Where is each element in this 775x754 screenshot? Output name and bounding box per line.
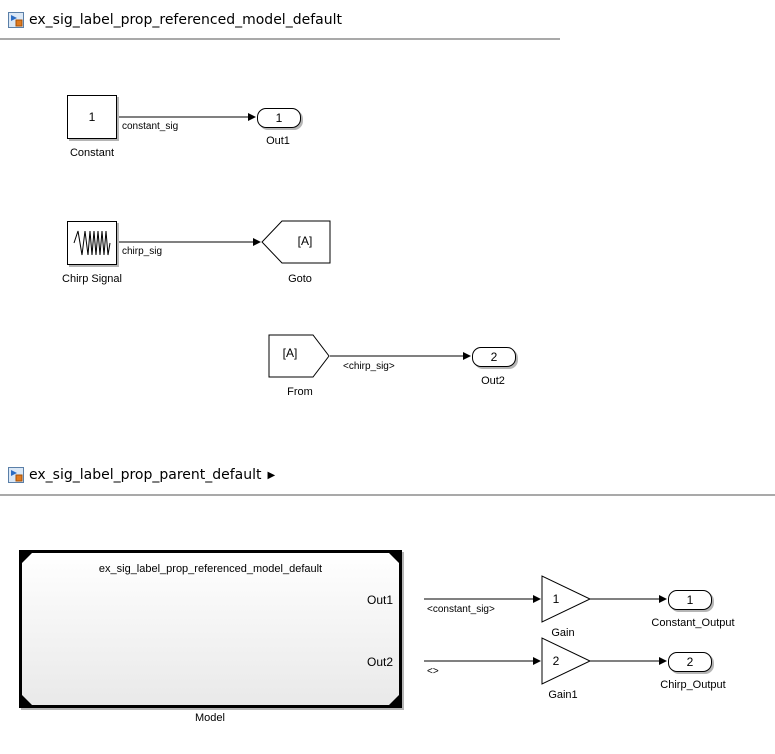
constant-sig-label[interactable]: constant_sig — [122, 121, 179, 132]
model-icon — [8, 12, 24, 28]
goto-shape — [261, 220, 331, 264]
from-label: From — [287, 386, 313, 398]
expand-arrow-icon[interactable]: ▶ — [267, 469, 276, 481]
constant-output-port-number: 1 — [686, 593, 694, 607]
bottom-divider — [0, 494, 775, 496]
from-sig-label[interactable]: <chirp_sig> — [343, 361, 395, 372]
goto-tag[interactable]: [A] — [297, 234, 313, 248]
out2-label: Out2 — [481, 375, 505, 387]
gain1-triangle — [541, 637, 592, 685]
from-tag[interactable]: [A] — [282, 346, 298, 360]
constant-output-label: Constant_Output — [651, 617, 735, 629]
gain-label: Gain — [551, 627, 575, 639]
out2-port-number: 2 — [490, 350, 498, 364]
model-title: ex_sig_label_prop_referenced_model_defau… — [98, 563, 323, 575]
chirp-output-label: Chirp_Output — [660, 679, 726, 691]
gain-triangle — [541, 575, 592, 623]
from-shape — [268, 334, 330, 378]
breadcrumb-referenced-model[interactable]: ex_sig_label_prop_referenced_model_defau… — [8, 9, 342, 31]
chirp-signal-block[interactable] — [67, 221, 117, 265]
model-port-out2: Out2 — [366, 655, 393, 669]
chirp-sig-propagated-label[interactable]: <> — [427, 666, 439, 677]
chirp-signal-label: Chirp Signal — [62, 273, 122, 285]
chirp-waveform-icon — [73, 230, 111, 256]
model-corner-marks — [22, 553, 399, 705]
top-divider — [0, 38, 560, 40]
out1-port-number: 1 — [275, 111, 283, 125]
goto-label: Goto — [288, 273, 312, 285]
out1-label: Out1 — [266, 135, 290, 147]
chirp-output-port-number: 2 — [686, 655, 694, 669]
model-label: Model — [195, 712, 225, 724]
gain1-value[interactable]: 2 — [552, 654, 560, 668]
breadcrumb-label: ex_sig_label_prop_parent_default — [29, 467, 262, 483]
model-reference-block[interactable]: ex_sig_label_prop_referenced_model_defau… — [19, 550, 402, 708]
constant-value: 1 — [88, 110, 96, 124]
constant-sig-propagated-label[interactable]: <constant_sig> — [427, 604, 495, 615]
constant-output-port[interactable]: 1 — [668, 590, 712, 610]
breadcrumb-parent-model[interactable]: ex_sig_label_prop_parent_default ▶ — [8, 464, 275, 486]
chirp-output-port[interactable]: 2 — [668, 652, 712, 672]
chirp-sig-label[interactable]: chirp_sig — [122, 246, 163, 257]
constant-label: Constant — [69, 147, 115, 159]
breadcrumb-label: ex_sig_label_prop_referenced_model_defau… — [29, 12, 342, 28]
model-icon — [8, 467, 24, 483]
gain1-label: Gain1 — [548, 689, 578, 701]
constant-block[interactable]: 1 — [67, 95, 117, 139]
out2-port[interactable]: 2 — [472, 347, 516, 367]
model-port-out1: Out1 — [366, 593, 393, 607]
out1-port[interactable]: 1 — [257, 108, 301, 128]
gain-value[interactable]: 1 — [552, 592, 560, 606]
